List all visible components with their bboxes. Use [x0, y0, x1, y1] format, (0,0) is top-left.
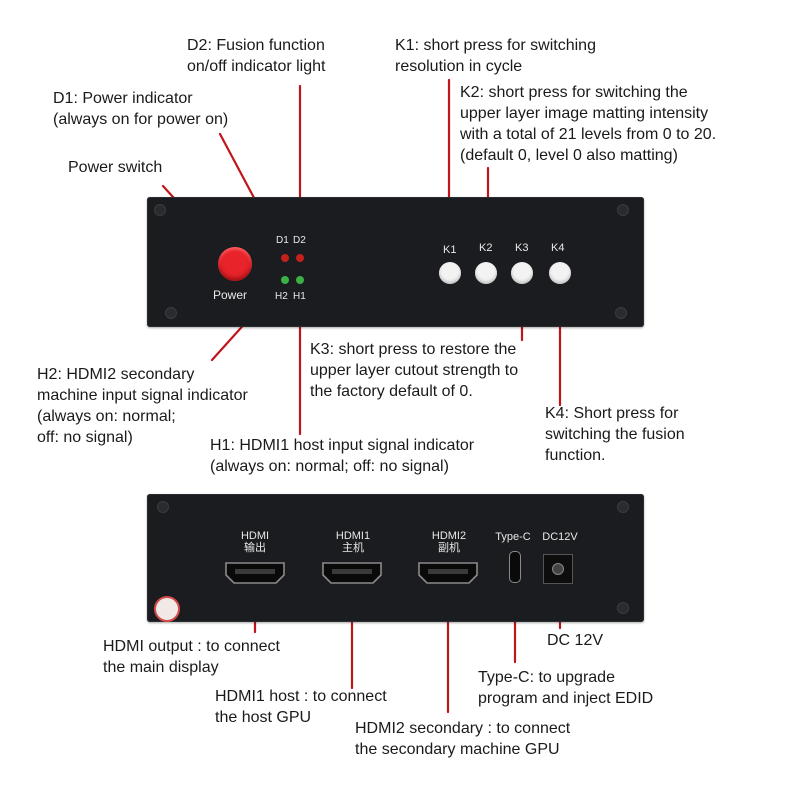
label-h1: H1: HDMI1 host input signal indicator (a… [210, 437, 475, 475]
label-hdmi1-host: HDMI1 host : to connect the host GPU [215, 688, 387, 726]
label-hdmi2-secondary: HDMI2 secondary : to connect the seconda… [355, 720, 571, 758]
hdmi1-text: HDMI1 主机 [335, 530, 371, 554]
screw [617, 501, 629, 513]
k1-text: K1 [443, 244, 457, 256]
typec-text: Type-C [495, 531, 531, 543]
h2-led [281, 276, 289, 284]
label-d2: D2: Fusion function on/off indicator lig… [187, 37, 326, 75]
screw [154, 204, 166, 216]
rear-panel: HDMI 输出 HDMI1 主机 HDMI2 副机 Type-C DC12V [147, 494, 644, 622]
front-panel: Power D1 D2 H2 H1 K1 K2 K3 K4 [147, 197, 644, 327]
typec-port[interactable] [509, 551, 521, 583]
d1-led [281, 254, 289, 262]
hdmi-out-text: HDMI 输出 [240, 530, 270, 554]
h1-led [296, 276, 304, 284]
hdmi1-host-port[interactable] [322, 562, 382, 584]
power-text: Power [213, 288, 248, 302]
hdmi-output-port[interactable] [225, 562, 285, 584]
label-typec: Type-C: to upgrade program and inject ED… [478, 669, 654, 707]
d1-text: D1 [276, 235, 289, 246]
k3-text: K3 [515, 242, 529, 254]
hdmi2-secondary-port[interactable] [418, 562, 478, 584]
label-k3: K3: short press to restore the upper lay… [310, 341, 519, 400]
d2-led [296, 254, 304, 262]
h1-text: H1 [293, 291, 306, 302]
screw [617, 602, 629, 614]
screw [615, 307, 627, 319]
k4-text: K4 [551, 242, 565, 254]
screw [617, 204, 629, 216]
dc-jack-pin [552, 563, 564, 575]
label-d1: D1: Power indicator (always on for power… [53, 90, 229, 128]
dc-jack[interactable] [543, 554, 573, 584]
power-button[interactable] [218, 247, 252, 281]
hdmi2-text: HDMI2 副机 [431, 530, 467, 554]
label-power-switch: Power switch [68, 159, 163, 176]
screw [157, 501, 169, 513]
screw [165, 307, 177, 319]
k2-button[interactable] [475, 262, 497, 284]
h2-text: H2 [275, 291, 288, 302]
k3-button[interactable] [511, 262, 533, 284]
label-h2: H2: HDMI2 secondary machine input signal… [37, 366, 248, 446]
label-hdmi-output: HDMI output : to connect the main displa… [103, 638, 280, 676]
k4-button[interactable] [549, 262, 571, 284]
dc-text: DC12V [542, 531, 578, 543]
qc-sticker [154, 596, 180, 622]
label-k2: K2: short press for switching the upper … [460, 84, 717, 164]
k1-button[interactable] [439, 262, 461, 284]
label-dc12v: DC 12V [547, 632, 604, 649]
label-k1: K1: short press for switching resolution… [395, 37, 596, 75]
d2-text: D2 [293, 235, 306, 246]
label-k4: K4: Short press for switching the fusion… [545, 405, 685, 464]
k2-text: K2 [479, 242, 493, 254]
